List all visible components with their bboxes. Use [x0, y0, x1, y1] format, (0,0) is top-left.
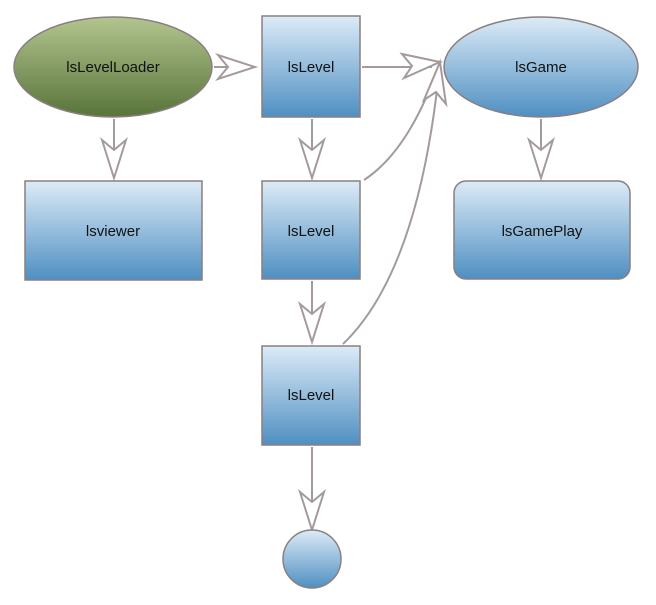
- edges: [113, 61, 542, 528]
- node-level1-label: lsLevel: [288, 59, 335, 76]
- arrowhead-gameplay: [527, 137, 555, 182]
- node-viewer-label: lsviewer: [86, 223, 140, 240]
- node-game-label: lsGame: [515, 59, 567, 76]
- arrowhead-game: [399, 52, 444, 81]
- arrowhead-level3: [298, 301, 326, 346]
- arrowhead-end: [298, 489, 326, 534]
- arrowheads: [100, 52, 555, 534]
- node-level2: lsLevel: [261, 180, 361, 280]
- node-viewer: lsviewer: [24, 180, 203, 281]
- node-gameplay: lsGamePlay: [453, 180, 631, 280]
- arrowhead-game-curve: [421, 58, 448, 108]
- node-end: [282, 529, 342, 589]
- node-loader-label: lsLevelLoader: [66, 59, 159, 76]
- arrowhead-level1: [215, 52, 259, 82]
- node-gameplay-label: lsGamePlay: [502, 223, 583, 240]
- node-level1: lsLevel: [261, 15, 361, 118]
- node-game: lsGame: [443, 16, 639, 118]
- arrowhead-level2: [298, 137, 326, 182]
- arrowhead-viewer: [100, 137, 128, 182]
- edge-level3-to-game: [342, 61, 441, 345]
- node-level3: lsLevel: [261, 345, 361, 446]
- node-level3-label: lsLevel: [288, 387, 335, 404]
- node-loader: lsLevelLoader: [13, 16, 213, 118]
- node-level2-label: lsLevel: [288, 223, 335, 240]
